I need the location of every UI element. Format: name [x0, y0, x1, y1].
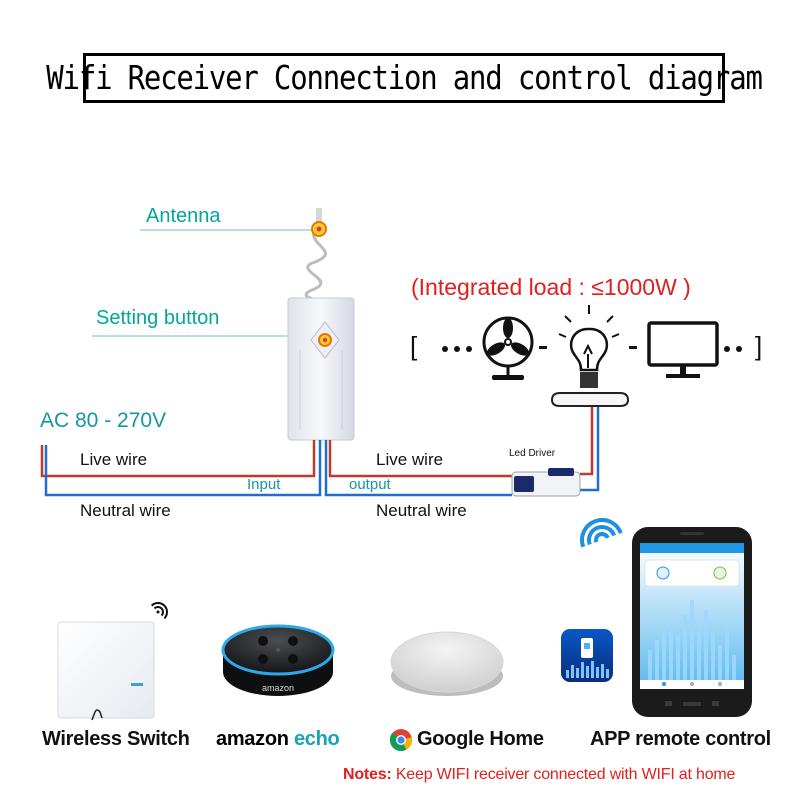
notes-text: Keep WIFI receiver connected with WIFI a…: [391, 766, 736, 783]
wireless-switch-label: Wireless Switch: [42, 728, 190, 750]
load-bracket-close: ]: [755, 331, 763, 361]
amazon-echo-label: amazon echo: [216, 728, 340, 751]
load-bracket-open: [: [410, 331, 418, 361]
setting-button-label: Setting button: [96, 307, 220, 329]
load-connectors: [442, 346, 742, 352]
output-wiring: [324, 404, 600, 497]
app-tile-icon: [561, 629, 613, 682]
wireless-switch-device: [57, 621, 155, 721]
antenna: [304, 208, 328, 302]
google-home-label: Google Home: [417, 728, 544, 750]
input-neutral-wire-label: Neutral wire: [80, 501, 171, 520]
output-label: output: [349, 476, 391, 493]
output-live-wire-label: Live wire: [376, 450, 444, 469]
wifi-signal-icon: [580, 518, 623, 548]
ac-voltage-label: AC 80 - 270V: [40, 409, 167, 432]
input-label: Input: [247, 476, 281, 493]
echo-brand-print: amazon: [262, 683, 294, 693]
notes-label: Notes:: [343, 766, 392, 783]
google-chrome-logo-icon: [389, 729, 413, 752]
google-home-device: [390, 631, 504, 696]
monitor-icon: [647, 321, 719, 378]
wifi-receiver: [287, 297, 355, 441]
antenna-label: Antenna: [146, 205, 221, 227]
fan-icon: [482, 316, 534, 380]
output-neutral-wire-label: Neutral wire: [376, 501, 467, 520]
input-wiring: [40, 440, 322, 497]
smartphone-device: [632, 527, 752, 717]
input-live-wire-label: Live wire: [80, 450, 148, 469]
echo-word: echo: [293, 728, 340, 750]
integrated-load-label: (Integrated load : ≤1000W ): [411, 274, 691, 300]
notes-line: Notes: Keep WIFI receiver connected with…: [343, 766, 735, 784]
led-driver-icon: [511, 468, 581, 497]
diagram-title: Wifi Receiver Connection and control dia…: [46, 58, 763, 98]
led-driver-label: Led Driver: [509, 448, 556, 459]
app-remote-control-label: APP remote control: [590, 728, 771, 750]
amazon-word: amazon: [216, 728, 289, 750]
light-bulb-icon: [550, 305, 630, 407]
amazon-echo-device: [221, 624, 335, 696]
hand-pointer-icon: [91, 709, 103, 721]
wireless-switch-signal-icon: [150, 602, 168, 620]
title-box: Wifi Receiver Connection and control dia…: [46, 53, 763, 103]
